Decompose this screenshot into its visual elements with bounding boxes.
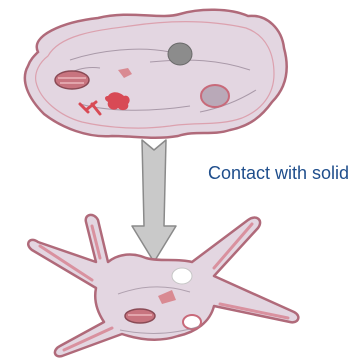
transition-label: Contact with solid [208, 162, 349, 184]
rounded-cell-nucleus [168, 43, 192, 65]
down-arrow-icon [132, 140, 176, 262]
rounded-cell-mitochondrion [55, 71, 89, 89]
transition-arrow [132, 140, 176, 262]
rounded-cell-vacuole [201, 85, 229, 107]
rounded-cell [25, 10, 287, 138]
spread-cell-mitochondrion [125, 309, 155, 323]
spread-cell-vacuole [172, 268, 192, 284]
